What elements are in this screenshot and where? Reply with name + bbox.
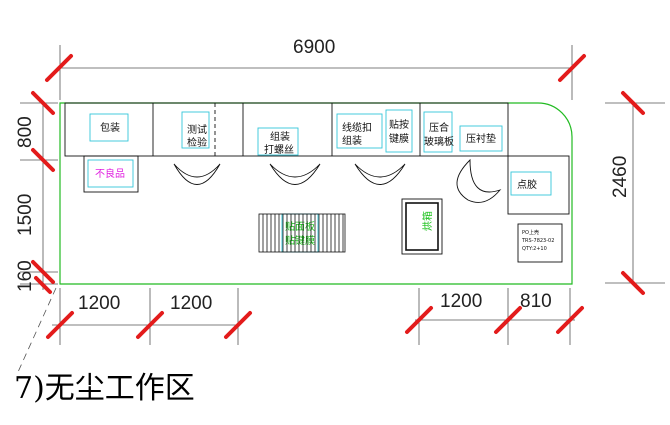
chair-icon [354,163,406,185]
mid-label-1: 贴面板 [285,220,315,233]
press-glass-label-1: 压合 [429,121,449,134]
defective-bin [83,155,139,193]
page-title: 7)无尘工作区 [14,371,195,406]
chair-icon [269,163,321,185]
keypad-box [385,109,413,153]
cable-label-1: 线缆扣 [342,121,372,134]
assemble-box [257,127,299,156]
cable-label-2: 组装 [342,134,362,147]
dim-bottom-2: 1200 [170,293,212,314]
dim-bottom-4: 810 [520,291,552,312]
conveyor [258,213,346,253]
keypad-label-2: 键膜 [389,132,409,145]
test-label-1: 测试 [187,123,207,136]
assemble-label-2: 打螺丝 [264,143,294,156]
dim-left-row2: 1500 [15,194,36,236]
press-glass-label-2: 玻璃板 [424,135,454,148]
oven [401,198,443,255]
dimension-lines [17,45,665,373]
dim-left-row1: 800 [15,116,36,148]
dim-top-total: 6900 [293,37,335,58]
press-pad-label: 压衬垫 [466,132,496,145]
dimension-ticks [31,54,645,339]
chairs [173,158,502,203]
chair-icon [456,158,502,203]
spec-line-3: QTY:2+10 [522,246,547,252]
dim-bottom-1: 1200 [78,293,120,314]
dispense-label: 点胶 [517,178,537,191]
defective-box [87,159,134,188]
oven-label: 烘箱 [421,211,434,231]
press-pad-box [459,125,503,152]
room-wall [59,102,573,285]
test-label-2: 检验 [187,136,207,149]
spec-line-2: TRS-7823-02 [521,238,554,244]
dim-right-height: 2460 [610,156,631,198]
dispense-box [510,171,552,196]
defective-label: 不良品 [95,167,125,180]
keypad-label-1: 贴按 [389,118,409,131]
press-glass-box [423,111,453,153]
mid-label-2: 贴键膜 [285,234,315,247]
packaging-label: 包装 [100,121,120,134]
dim-bottom-3: 1200 [440,291,482,312]
spec-box [517,223,563,263]
chair-icon [173,163,221,185]
cable-box [336,113,383,149]
spec-line-1: PO上壳 [522,229,539,236]
workbench-row [64,102,570,215]
test-box [181,111,210,149]
assemble-label-1: 组装 [270,130,290,143]
dim-left-row3: 160 [15,260,36,292]
packaging-box [89,113,129,142]
